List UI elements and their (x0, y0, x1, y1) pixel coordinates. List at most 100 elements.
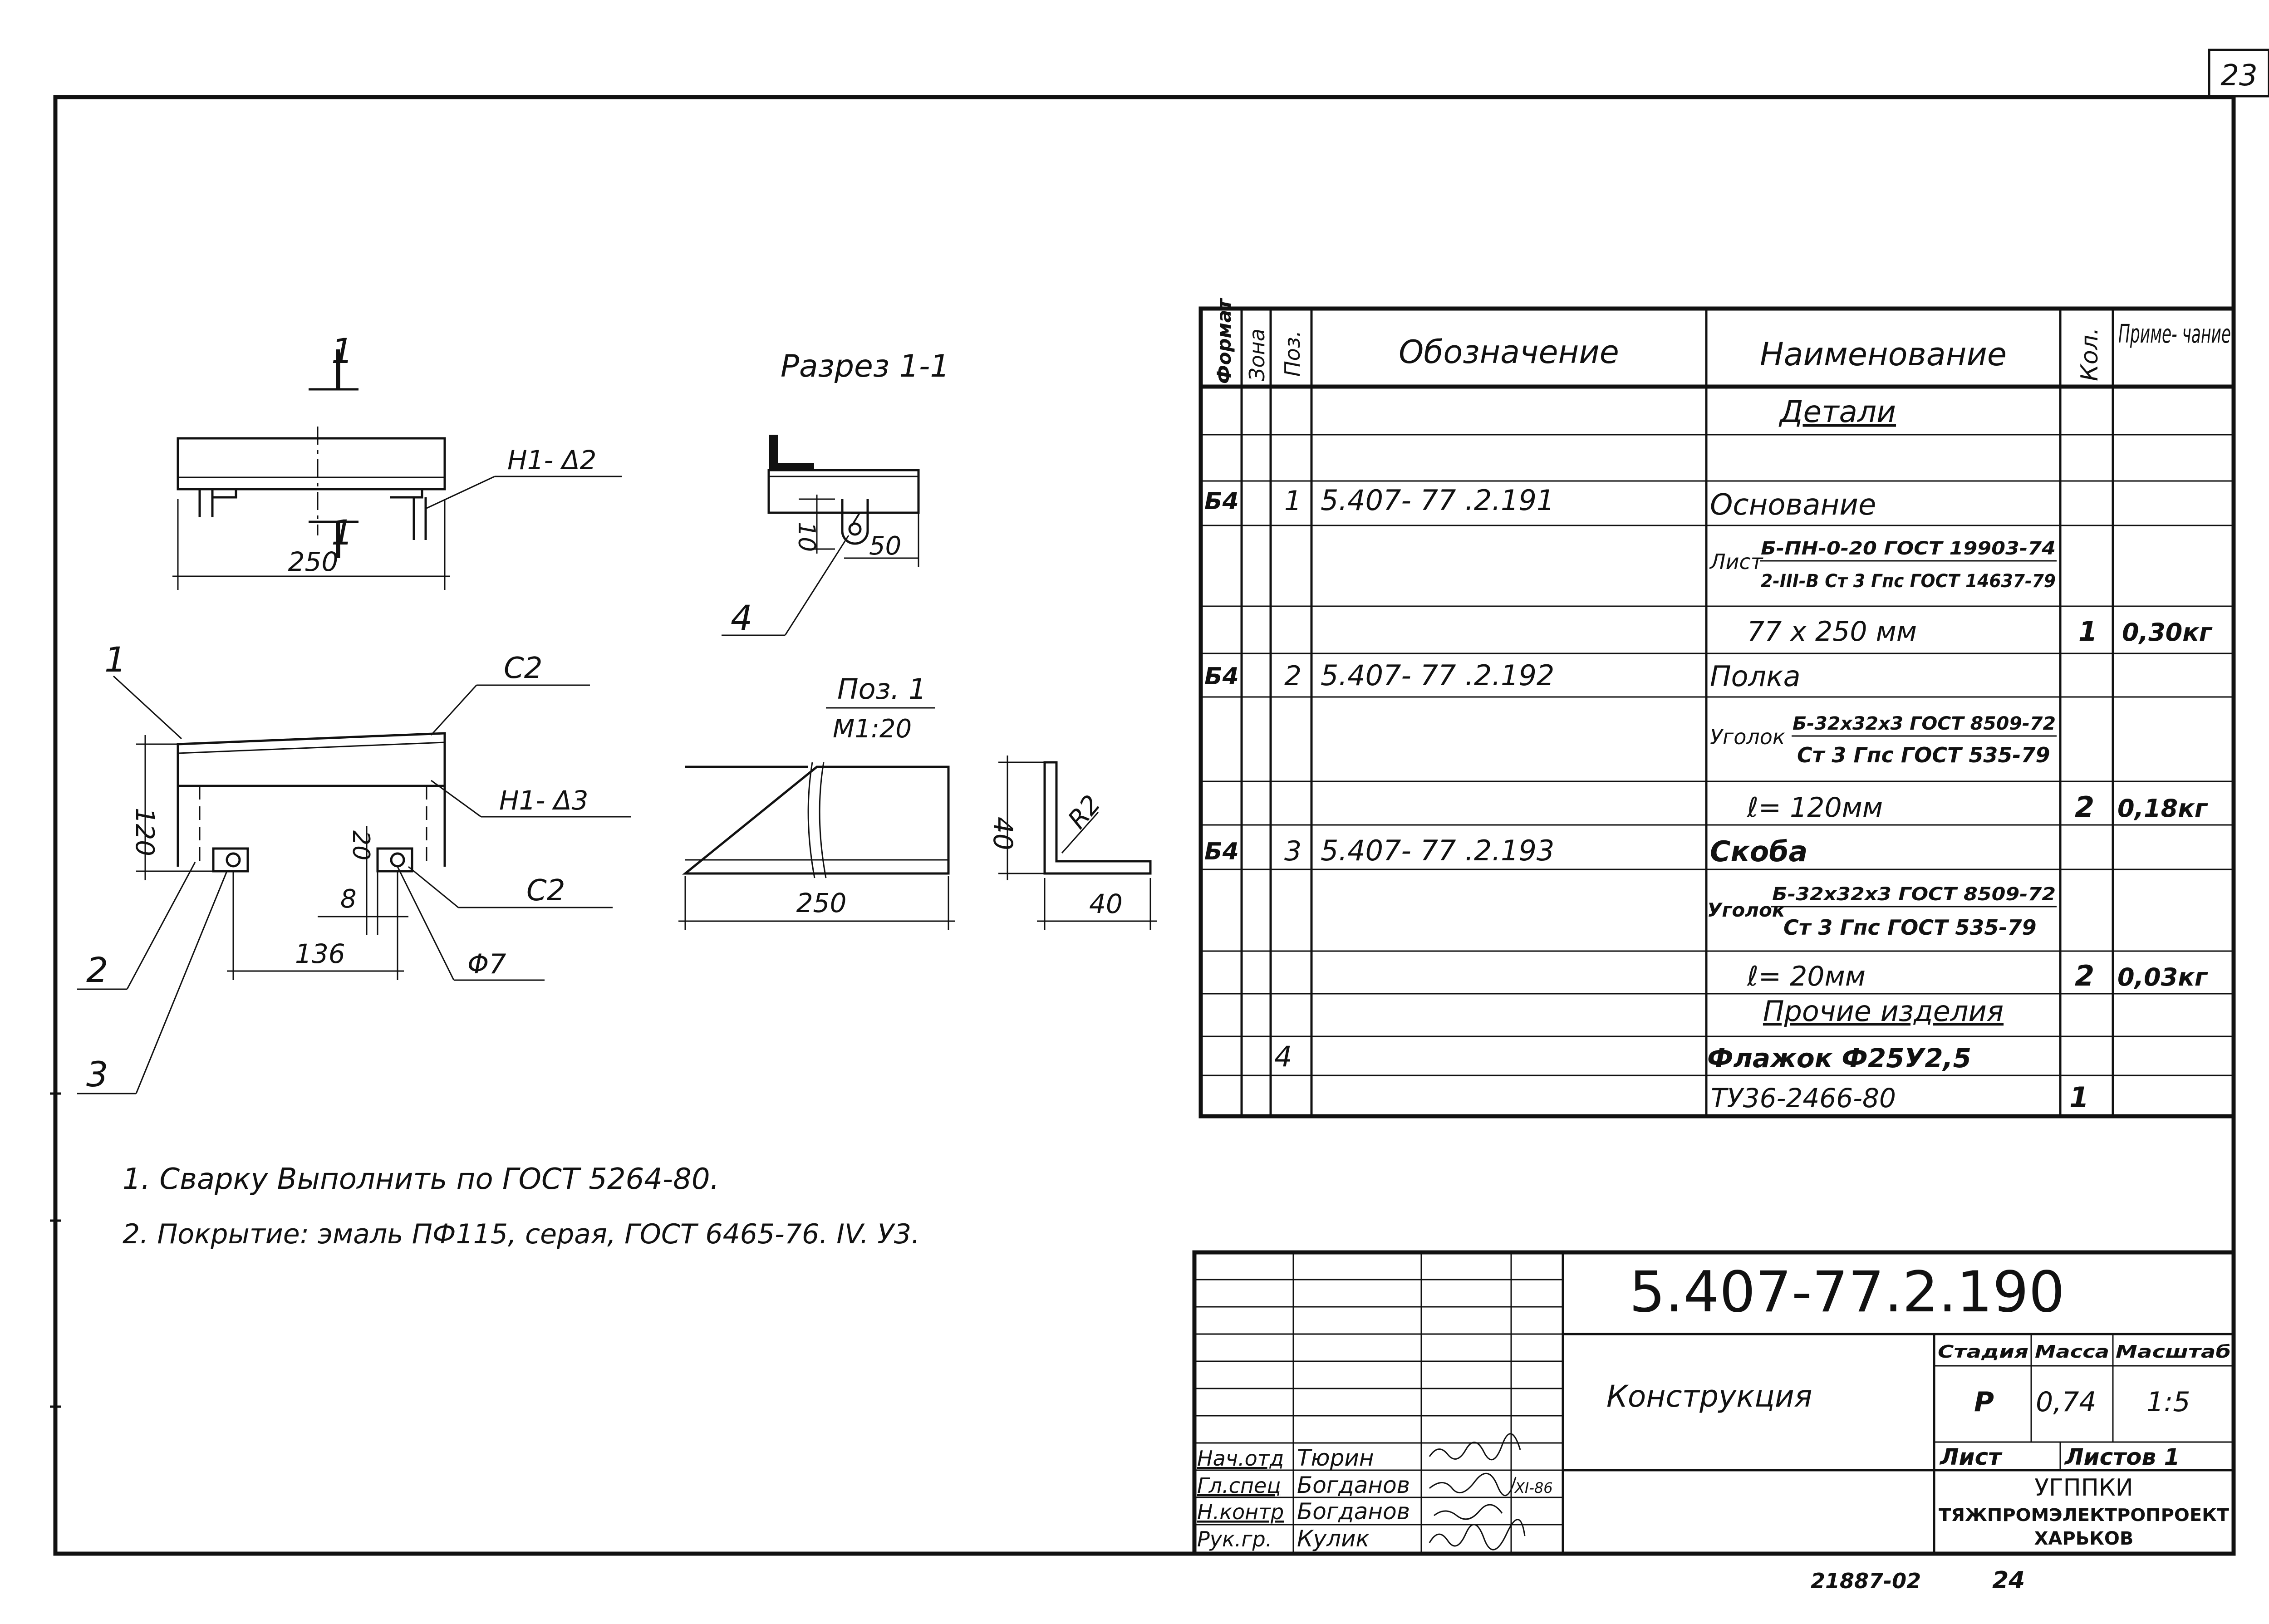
header-designation: Обозначение (1399, 334, 1619, 371)
staff-role-2: Гл.спец (1197, 1473, 1281, 1498)
row1-name: Основание (1710, 488, 1876, 522)
row5-prefix: Уголок (1710, 725, 1785, 749)
section-weld-mark: 7 (849, 509, 861, 531)
approval-date: XI-86 (1514, 1479, 1553, 1496)
dim-8: 8 (340, 884, 357, 914)
header-pos: Поз. (1280, 330, 1305, 377)
hole-dia-label: Φ7 (467, 948, 506, 980)
staff-name-1: Тюрин (1297, 1445, 1374, 1471)
row4-pos: 2 (1284, 660, 1301, 692)
row4-format: Б4 (1204, 663, 1239, 690)
dim-120: 120 (130, 808, 159, 856)
org-1: УГППКИ (2034, 1474, 2133, 1501)
sheets-label: Листов 1 (2064, 1444, 2180, 1470)
weld-label-top: Н1- Δ2 (507, 445, 596, 476)
row11-qty: 1 (2069, 1081, 2089, 1114)
note-2: 2. Покрытие: эмаль ПФ115, серая, ГОСТ 64… (123, 1218, 920, 1250)
staff-name-2: Богданов (1297, 1472, 1410, 1498)
row5-den: Ст 3 Гпс ГОСТ 535-79 (1797, 743, 2050, 767)
staff-name-4: Кулик (1297, 1526, 1370, 1552)
row7-name: Скоба (1710, 835, 1807, 868)
row10-name: Флажок Ф25У2,5 (1707, 1043, 1971, 1074)
header-name: Наименование (1760, 336, 2007, 373)
row9-name: ℓ= 20мм (1747, 961, 1866, 992)
row5-num: Б-32x32x3 ГОСТ 8509-72 (1793, 713, 2056, 734)
staff-role-4: Рук.гр. (1197, 1527, 1272, 1551)
pos-1-label: 1 (104, 639, 126, 680)
row1-designation: 5.407- 77 .2.191 (1321, 484, 1554, 517)
section-mark-top: 1 (331, 331, 353, 371)
front-view-top: 1 1 Н1- Δ2 250 (172, 331, 622, 590)
footer-sheet: 24 (1992, 1567, 2025, 1594)
dim-20: 20 (347, 830, 374, 860)
pos1-dim-40-h: 40 (1089, 888, 1123, 919)
staff-role-1: Нач.отд (1197, 1446, 1284, 1471)
row6-name: ℓ= 120мм (1747, 792, 1883, 824)
section-1-1: Разрез 1-1 10 7 50 4 (722, 348, 950, 638)
c2-bottom-label: С2 (526, 874, 565, 908)
scale-value: 1:5 (2146, 1386, 2190, 1418)
section-title: Разрез 1-1 (781, 348, 950, 384)
row7-pos: 3 (1284, 835, 1301, 867)
header-format: Формат (1213, 298, 1235, 384)
section-mark-bottom: 1 (331, 512, 353, 553)
org-2: ТЯЖПРОМЭЛЕКТРОПРОЕКТ (1939, 1505, 2229, 1525)
row4-designation: 5.407- 77 .2.192 (1321, 659, 1554, 692)
row6-note: 0,18кг (2117, 794, 2208, 823)
mass-value: 0,74 (2036, 1386, 2097, 1418)
signature-3 (1434, 1504, 1503, 1520)
row9-qty: 2 (2075, 959, 2094, 992)
header-note: Приме- чание (2118, 319, 2231, 349)
mass-label: Масса (2035, 1342, 2109, 1362)
row2-den: 2-III-В Ст 3 Гпс ГОСТ 14637-79 (1761, 571, 2056, 592)
pos1-radius: R2 (1062, 790, 1107, 834)
header-zone: Зона (1245, 329, 1269, 381)
signature-1 (1429, 1433, 1521, 1461)
sheet-label: Лист (1939, 1444, 2003, 1470)
row2-prefix: Лист (1709, 550, 1763, 574)
row11-name: ТУ36-2466-80 (1711, 1083, 1896, 1114)
c2-top-label: С2 (504, 652, 542, 685)
dim-50: 50 (869, 531, 901, 561)
org-3: ХАРЬКОВ (2034, 1528, 2134, 1549)
dim-250-top: 250 (288, 546, 339, 577)
pos1-dim-250: 250 (796, 888, 847, 918)
title-block: 5.407-77.2.190 Конструкция Стадия Масса … (1192, 1250, 2236, 1556)
product-name: Конструкция (1606, 1379, 1812, 1414)
stage-label: Стадия (1938, 1342, 2028, 1362)
row8-den: Ст 3 Гпс ГОСТ 535-79 (1783, 915, 2037, 940)
staff-role-3: Н.контр (1197, 1500, 1284, 1524)
scale-label: Масштаб (2116, 1342, 2231, 1362)
row6-qty: 2 (2075, 790, 2094, 824)
stage-value: Р (1974, 1386, 1994, 1418)
row1-pos: 1 (1284, 485, 1301, 517)
row2-num: Б-ПН-0-20 ГОСТ 19903-74 (1761, 538, 2056, 559)
spec-table: Формат Зона Поз. Обозначение Наименовани… (1198, 298, 2236, 1119)
row7-designation: 5.407- 77 .2.193 (1321, 834, 1554, 867)
header-qty: Кол. (2076, 328, 2103, 382)
dim-10: 10 (793, 522, 820, 552)
section-other: Прочие изделия (1763, 995, 2004, 1028)
row7-format: Б4 (1204, 838, 1239, 865)
pos1-scale: М1:20 (833, 714, 912, 744)
staff-name-3: Богданов (1297, 1498, 1410, 1525)
row10-pos: 4 (1274, 1040, 1292, 1073)
signature-2 (1429, 1472, 1517, 1496)
page-number-box (2208, 49, 2269, 98)
row8-num: Б-32x32x3 ГОСТ 8509-72 (1772, 884, 2056, 905)
row4-name: Полка (1710, 660, 1801, 693)
signature-4 (1429, 1519, 1526, 1550)
row9-note: 0,03кг (2117, 963, 2208, 991)
archive-number: 21887-02 (1811, 1569, 1921, 1593)
weld-label-bottom: Н1- Δ3 (499, 785, 588, 816)
pos-2-label: 2 (86, 950, 108, 990)
pos-4-label: 4 (731, 598, 752, 638)
pos1-title: Поз. 1 (837, 672, 926, 706)
page-number: 23 (2220, 59, 2257, 93)
front-view-bottom: 120 20 8 136 1 С2 Н1- Δ3 С2 Φ7 2 3 (77, 639, 631, 1094)
pos-3-label: 3 (86, 1054, 108, 1094)
row3-name: 77 x 250 мм (1747, 616, 1917, 648)
row3-qty: 1 (2078, 616, 2097, 648)
pos1-dim-40-v: 40 (987, 817, 1018, 850)
